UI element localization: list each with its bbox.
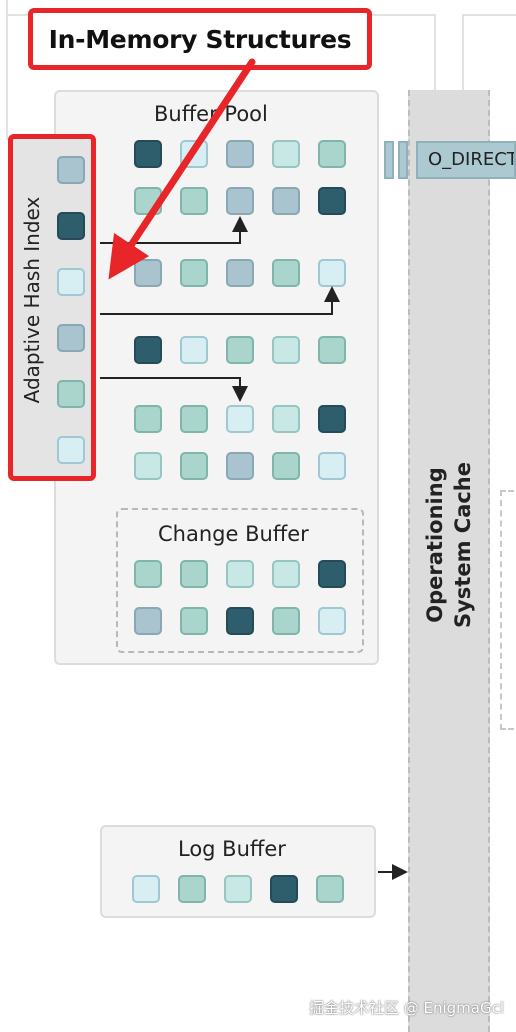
buffer-pool-cell [226,452,254,480]
change-buffer-cell [318,607,346,635]
log-buffer-label: Log Buffer [178,837,286,861]
change-buffer-cell [226,560,254,588]
o-direct-label: O_DIRECT [428,149,516,170]
adaptive-hash-index-cell [57,268,85,296]
buffer-pool-cell [272,187,300,215]
change-buffer-cell [272,560,300,588]
buffer-pool-cell [226,259,254,287]
os-cache-panel [408,90,490,1032]
watermark: 掘金技术社区 @ EnigmaGcl [308,999,504,1017]
adaptive-hash-index-cell [57,212,85,240]
buffer-pool-cell [272,140,300,168]
buffer-pool-cell [180,405,208,433]
buffer-pool-cell [180,336,208,364]
buffer-pool-cell [134,452,162,480]
adaptive-hash-index-box [8,134,96,481]
right-dashed-panel [500,490,516,730]
adaptive-hash-index-cell [57,324,85,352]
buffer-pool-cell [134,405,162,433]
ahi-connector-1 [100,216,248,244]
title-highlight-box: In-Memory Structures [28,8,372,70]
frame-line-top-b [462,14,516,16]
diagram-title: In-Memory Structures [48,24,352,54]
buffer-pool-cell [272,259,300,287]
buffer-pool-cell [226,140,254,168]
ahi-connector-2 [100,286,340,315]
buffer-pool-cell [272,405,300,433]
change-buffer-cell [318,560,346,588]
o-direct-pipe-2 [398,141,408,179]
buffer-pool-cell [318,452,346,480]
change-buffer-cell [226,607,254,635]
frame-line-mid [434,14,436,90]
buffer-pool-cell [272,336,300,364]
log-buffer-cell [132,875,160,903]
log-buffer-cell [178,875,206,903]
buffer-pool-cell [134,336,162,364]
adaptive-hash-index-cell [57,380,85,408]
change-buffer-box [116,508,364,653]
change-buffer-cell [134,607,162,635]
log-buffer-cell [316,875,344,903]
change-buffer-label: Change Buffer [158,522,309,546]
ahi-connector-3 [100,377,248,402]
log-buffer-cell [224,875,252,903]
buffer-pool-cell [318,336,346,364]
adaptive-hash-index-cell [57,436,85,464]
buffer-pool-cell [318,187,346,215]
buffer-pool-cell [180,187,208,215]
buffer-pool-cell [134,140,162,168]
buffer-pool-cell [226,405,254,433]
frame-line-left [6,0,8,140]
change-buffer-cell [180,607,208,635]
change-buffer-cell [180,560,208,588]
buffer-pool-cell [226,187,254,215]
adaptive-hash-index-cell [57,156,85,184]
buffer-pool-cell [226,336,254,364]
red-pointer-arrow [108,58,256,280]
buffer-pool-cell [318,405,346,433]
frame-line-right [462,14,464,90]
buffer-pool-cell [180,259,208,287]
change-buffer-cell [272,607,300,635]
buffer-pool-cell [180,452,208,480]
log-buffer-cell [270,875,298,903]
o-direct-pipe-1 [384,141,394,179]
buffer-pool-cell [318,140,346,168]
o-direct-bar: O_DIRECT [416,141,516,179]
change-buffer-cell [134,560,162,588]
buffer-pool-cell [272,452,300,480]
